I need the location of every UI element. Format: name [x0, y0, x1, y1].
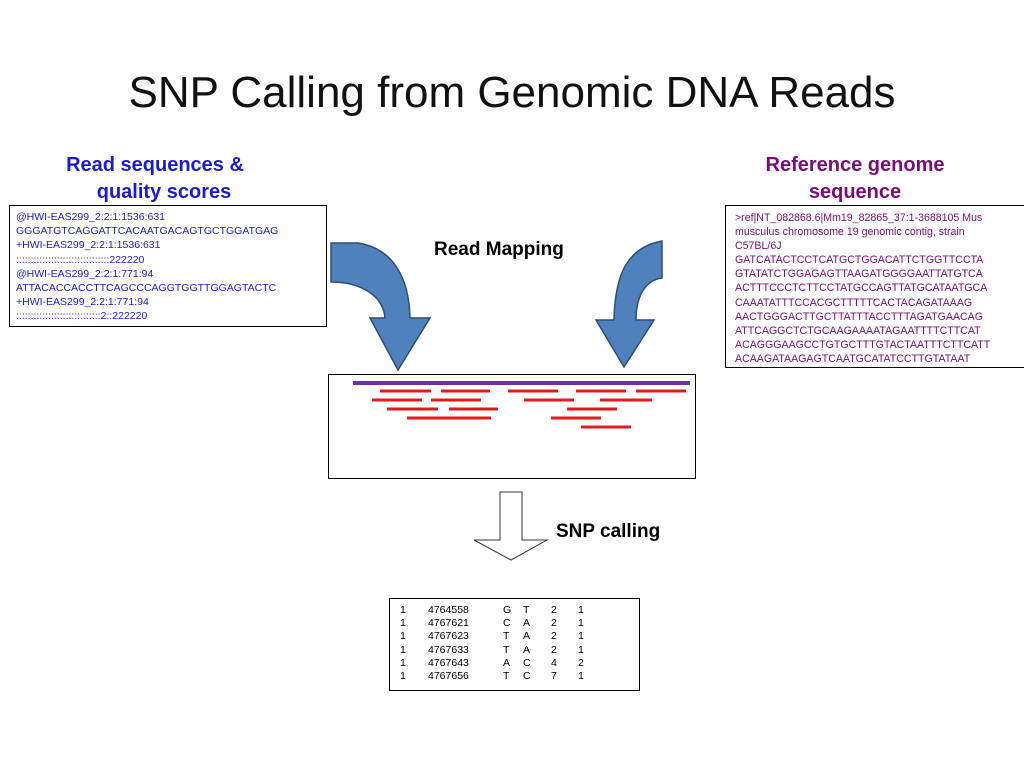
- ref-allele-cell: T: [503, 669, 510, 682]
- reference-line: CAAATATTTCCACGCTTTTTCACTACAGATAAAG: [735, 296, 973, 309]
- fastq-line: +HWI-EAS299_2:2:1:771:94: [16, 296, 149, 309]
- reads-heading: Read sequences & quality scores: [20, 152, 290, 206]
- alt-allele-cell: A: [523, 617, 531, 630]
- count-cell: 1: [578, 643, 584, 656]
- reads-heading-line2: quality scores: [96, 181, 232, 203]
- fastq-line: GGGATGTCAGGATTCACAATGACAGTGCTGGATGAG: [16, 225, 279, 238]
- table-row: 1 4767643 A C 4 2: [390, 657, 639, 670]
- fastq-line: ::::::::::::::::::::::::::::::::222220: [16, 253, 145, 266]
- reference-line: ATTCAGGCTCTGCAAGAAAATAGAATTTTCTTCAT: [735, 324, 981, 337]
- reference-line: ACTTTCCCTCTTCCTATGCCAGTTATGCATAATGCA: [735, 282, 988, 295]
- fastq-line: @HWI-EAS299_2:2:1:771:94: [16, 267, 154, 280]
- table-row: 1 4767633 T A 2 1: [390, 644, 639, 657]
- reference-line: musculus chromosome 19 genomic contig, s…: [735, 226, 965, 239]
- count-cell: 1: [578, 604, 584, 616]
- chromosome-cell: 1: [400, 617, 406, 630]
- fastq-reads-box: @HWI-EAS299_2:2:1:1536:631 GGGATGTCAGGAT…: [9, 205, 327, 327]
- count-cell: 1: [578, 617, 584, 630]
- reference-line: GATCATACTCCTCATGCTGGACATTCTGGTTCCTA: [735, 254, 984, 267]
- position-cell: 4767656: [428, 669, 469, 682]
- reference-sequence-box: >ref|NT_082868.6|Mm19_82865_37:1-3688105…: [725, 205, 1024, 368]
- chromosome-cell: 1: [400, 630, 406, 643]
- table-row: 1 4767621 C A 2 1: [390, 617, 639, 630]
- alt-allele-cell: T: [523, 604, 530, 616]
- table-row: 1 4764558 G T 2 1: [390, 604, 639, 617]
- chromosome-cell: 1: [400, 656, 406, 669]
- alt-allele-cell: A: [523, 630, 531, 643]
- ref-allele-cell: C: [503, 617, 511, 630]
- count-cell: 2: [551, 643, 557, 656]
- ref-allele-cell: T: [503, 630, 510, 643]
- reference-line: ACAGGGAAGCCTGTGCTTTGTACTAATTTCTTCATT: [735, 338, 991, 351]
- reference-line: C57BL/6J: [735, 240, 782, 253]
- chromosome-cell: 1: [400, 643, 406, 656]
- reference-line: GTATATCTGGAGAGTTAAGATGGGGAATTATGTCA: [735, 268, 983, 281]
- read-mapping-label: Read Mapping: [434, 239, 564, 260]
- fastq-line: @HWI-EAS299_2:2:1:1536:631: [16, 211, 165, 223]
- snp-results-table: 1 4764558 G T 2 1 1 4767621 C A 2 1 1 47…: [389, 598, 640, 691]
- slide-title: SNP Calling from Genomic DNA Reads: [128, 68, 896, 117]
- reference-heading-line2: sequence: [808, 181, 902, 203]
- alt-allele-cell: C: [523, 669, 531, 682]
- position-cell: 4767621: [428, 617, 469, 630]
- count-cell: 7: [551, 669, 557, 682]
- fastq-line: ATTACACCACCTTCAGCCCAGGTGGTTGGAGTACTC: [16, 282, 277, 295]
- table-row: 1 4767656 T C 7 1: [390, 670, 639, 683]
- count-cell: 4: [551, 656, 557, 669]
- count-cell: 1: [578, 669, 584, 682]
- count-cell: 2: [578, 656, 584, 669]
- fastq-line: +HWI-EAS299_2:2:1:1536:631: [16, 239, 161, 252]
- ref-allele-cell: G: [503, 604, 512, 616]
- alt-allele-cell: A: [523, 643, 531, 656]
- count-cell: 2: [551, 604, 557, 616]
- reads-heading-line1: Read sequences &: [66, 154, 244, 176]
- count-cell: 2: [551, 630, 557, 643]
- chromosome-cell: 1: [400, 669, 406, 682]
- count-cell: 2: [551, 617, 557, 630]
- alt-allele-cell: C: [523, 656, 531, 669]
- snp-calling-label: SNP calling: [556, 521, 661, 542]
- position-cell: 4767633: [428, 643, 469, 656]
- mapped-reads: [372, 389, 686, 429]
- ref-allele-cell: A: [503, 656, 511, 669]
- reference-heading: Reference genome sequence: [725, 152, 985, 206]
- position-cell: 4764558: [428, 604, 469, 616]
- count-cell: 1: [578, 630, 584, 643]
- reference-line: >ref|NT_082868.6|Mm19_82865_37:1-3688105…: [735, 212, 983, 224]
- reference-line: AACTGGGACTTGCTTATTTACCTTTAGATGAACAG: [735, 310, 983, 323]
- position-cell: 4767623: [428, 630, 469, 643]
- reference-heading-line1: Reference genome: [765, 154, 945, 176]
- left-mapping-arrow-icon: [330, 242, 432, 372]
- position-cell: 4767643: [428, 656, 469, 669]
- table-row: 1 4767623 T A 2 1: [390, 630, 639, 643]
- ref-allele-cell: T: [503, 643, 510, 656]
- chromosome-cell: 1: [400, 604, 406, 616]
- snp-calling-arrow-icon: [473, 491, 549, 561]
- fastq-line: :::::::::::::::::::::::::::::2::222220: [16, 310, 148, 323]
- reference-line: ACAAGATAAGAGTCAATGCATATCCTTGTATAAT: [735, 352, 971, 365]
- right-mapping-arrow-icon: [594, 240, 663, 369]
